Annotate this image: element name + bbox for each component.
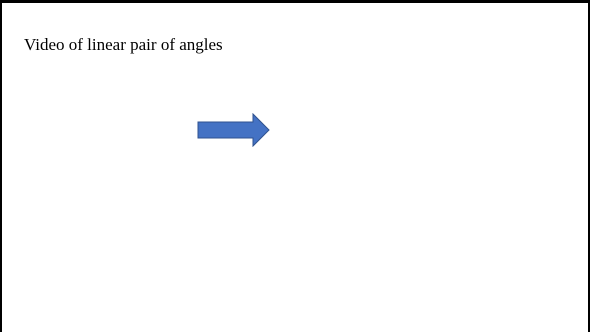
right-arrow-shape	[197, 113, 270, 147]
slide-caption: Video of linear pair of angles	[24, 35, 223, 54]
right-arrow-icon	[197, 113, 270, 147]
